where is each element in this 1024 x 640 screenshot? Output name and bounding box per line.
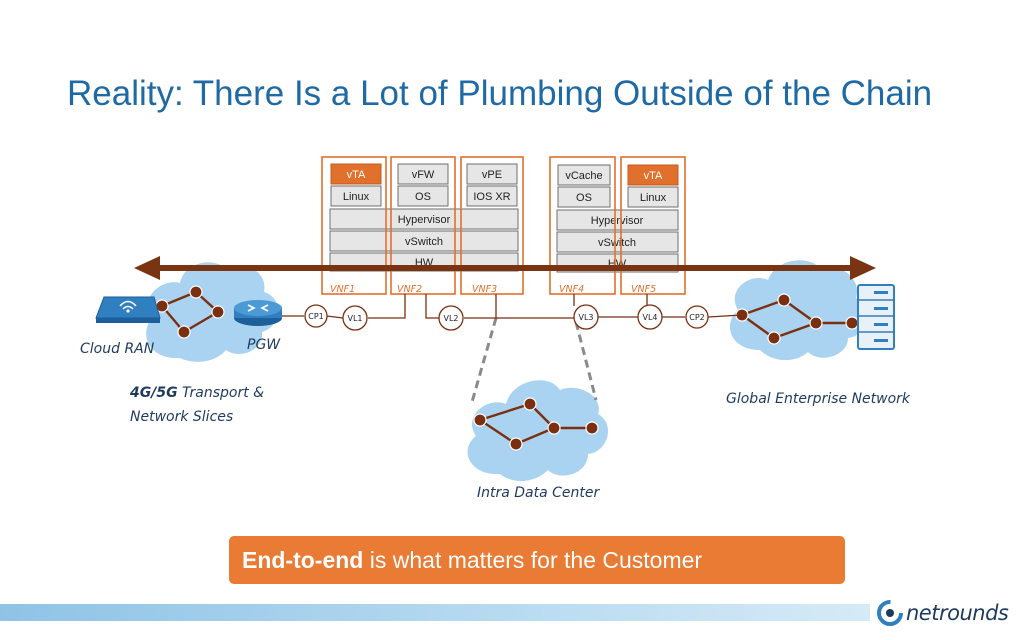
end-to-end-arrow (134, 256, 876, 280)
vnf2-app-box: vFW (397, 163, 449, 185)
cp2-point: CP2 (685, 305, 709, 329)
vnf3-label: VNF3 (472, 284, 497, 295)
banner-text: is what matters for the Customer (363, 547, 703, 573)
layer-vswitch-left: vSwitch (329, 230, 519, 252)
transport-label-line1: 4G/5G Transport & (129, 385, 264, 401)
svg-text:CP2: CP2 (689, 313, 705, 322)
dc-dashed-links (470, 317, 598, 403)
vnf5-frame (620, 156, 686, 295)
vnf4-os-box: OS (557, 186, 611, 208)
svg-text:CP1: CP1 (308, 312, 324, 321)
svg-text:vTA: vTA (347, 169, 366, 181)
svg-text:vTA: vTA (644, 170, 663, 182)
svg-text:Linux: Linux (640, 192, 667, 204)
netrounds-logo: netrounds (876, 597, 1009, 629)
svg-text:vFW: vFW (412, 169, 435, 181)
svg-text:Hypervisor: Hypervisor (398, 214, 451, 226)
enterprise-cloud (729, 260, 867, 361)
cp1-point: CP1 (304, 304, 328, 328)
left-vnf-stack: Hypervisor vSwitch HW vTA Linux vFW OS (321, 156, 524, 295)
svg-text:Hypervisor: Hypervisor (591, 215, 644, 227)
vnf2-frame (390, 156, 456, 295)
svg-text:OS: OS (576, 192, 592, 204)
vnf2-os-box: OS (397, 185, 449, 207)
vnf4-app-box: vCache (557, 164, 611, 186)
transport-label-rest: Transport & (178, 385, 265, 401)
vnf4-label: VNF4 (559, 284, 584, 295)
netrounds-logo-icon (877, 600, 903, 626)
svg-text:OS: OS (415, 191, 431, 203)
svg-text:IOS XR: IOS XR (473, 191, 510, 203)
right-vnf-stack: Hypervisor vSwitch HW vCache OS vTA Linu… (549, 156, 686, 295)
transport-label-line2: Network Slices (130, 409, 233, 425)
vnf-labels: VNF1 VNF2 VNF3 VNF4 VNF5 (330, 284, 656, 295)
banner-bold: End-to-end (242, 547, 364, 573)
cloud-ran-label: Cloud RAN (80, 341, 155, 357)
vl1-point: VL1 (342, 305, 368, 331)
netrounds-logo-text: netrounds (906, 601, 1009, 625)
end-to-end-banner: End-to-end is what matters for the Custo… (229, 536, 845, 584)
intra-dc-label: Intra Data Center (477, 485, 601, 501)
svg-text:VL3: VL3 (578, 313, 593, 322)
transport-cloud (146, 262, 279, 362)
layer-vswitch-right: vSwitch (556, 231, 679, 253)
transport-topology (155, 285, 225, 339)
vnf1-app-box: vTA (330, 163, 382, 185)
layer-hypervisor-right: Hypervisor (556, 209, 679, 231)
router-ap-icon (95, 296, 161, 323)
svg-text:Linux: Linux (343, 191, 370, 203)
svg-text:vPE: vPE (482, 169, 502, 181)
footer-bar (0, 604, 870, 621)
vnf3-frame (460, 156, 524, 295)
svg-text:vCache: vCache (565, 170, 602, 182)
server-rack-icon (857, 284, 895, 350)
svg-text:VL4: VL4 (642, 313, 657, 322)
svg-text:VL1: VL1 (347, 314, 362, 323)
vnf5-os-box: Linux (627, 186, 679, 208)
vnf5-label: VNF5 (631, 284, 656, 295)
pgw-label: PGW (247, 337, 281, 353)
svg-text:vSwitch: vSwitch (405, 236, 443, 248)
vl3-point: VL3 (573, 304, 599, 330)
vnf5-app-box: vTA (627, 164, 679, 186)
plumbing-wires (282, 294, 743, 319)
vnf3-app-box: vPE (466, 163, 518, 185)
vnf4-frame (549, 156, 616, 295)
vl4-point: VL4 (637, 304, 663, 330)
vnf1-frame (321, 156, 387, 295)
vnf1-label: VNF1 (330, 284, 355, 295)
pgw-router-icon (234, 300, 282, 326)
data-center-cloud (467, 380, 609, 482)
slide-title: Reality: There Is a Lot of Plumbing Outs… (67, 74, 933, 113)
layer-hypervisor-left: Hypervisor (329, 208, 519, 230)
transport-label-bold: 4G/5G (129, 385, 178, 401)
vnf1-os-box: Linux (330, 185, 382, 207)
vnf2-label: VNF2 (397, 284, 422, 295)
svg-text:vSwitch: vSwitch (598, 237, 636, 249)
global-enterprise-label: Global Enterprise Network (726, 391, 911, 407)
vl2-point: VL2 (438, 305, 464, 331)
vnf3-os-box: IOS XR (466, 185, 518, 207)
svg-text:VL2: VL2 (443, 314, 458, 323)
